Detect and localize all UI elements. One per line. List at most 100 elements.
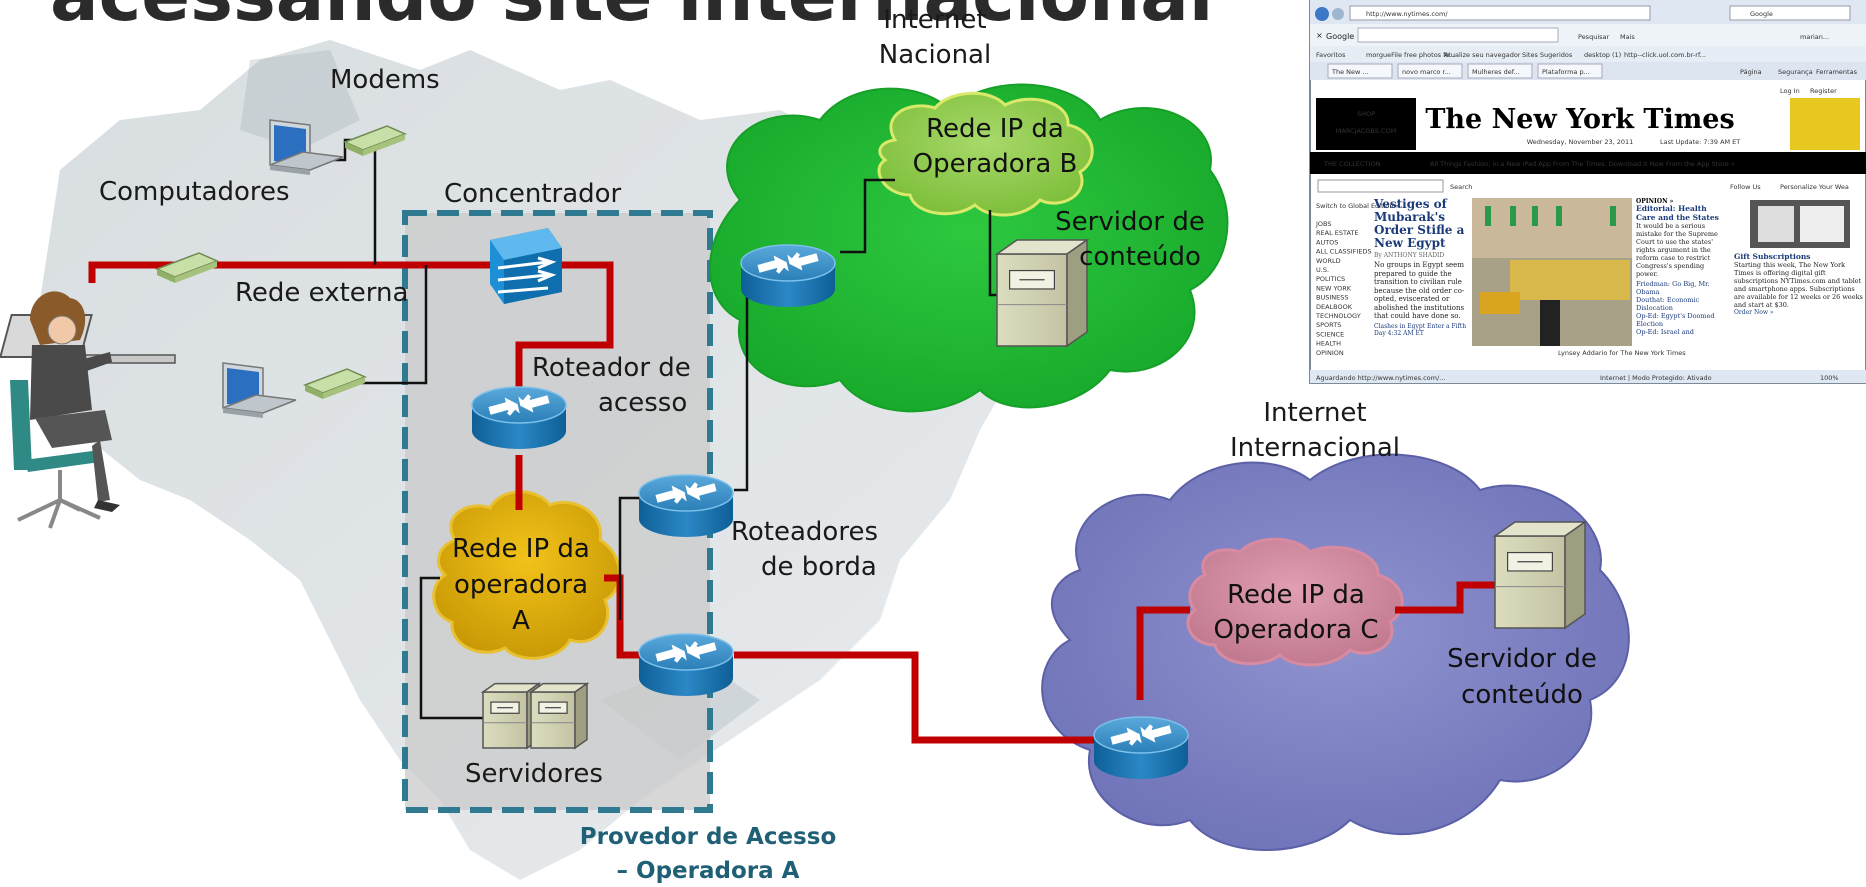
- gift-text: Starting this week, The New York Times i…: [1734, 261, 1863, 309]
- label-ip-network-b-line2: Operadora B: [913, 149, 1078, 179]
- label-ip-network-b-line1: Rede IP da: [926, 114, 1064, 144]
- nyt-section-link[interactable]: ALL CLASSIFIEDS: [1316, 248, 1372, 256]
- label-servers: Servidores: [465, 759, 603, 789]
- url-field[interactable]: [1349, 5, 1651, 21]
- login-link[interactable]: Log In: [1780, 87, 1800, 95]
- national-router-icon: [740, 244, 836, 307]
- edge-router-top-icon: [638, 474, 734, 537]
- modem-icon: [343, 125, 407, 156]
- nyt-logo[interactable]: The New York Times: [1425, 104, 1734, 135]
- nyt-byline: By ANTHONY SHADID: [1374, 252, 1445, 259]
- nyt-section-link[interactable]: DEALBOOK: [1316, 303, 1353, 311]
- nyt-related[interactable]: Clashes in Egypt Enter a Fifth Day 4:32 …: [1374, 322, 1467, 337]
- label-content-server-c-line2: conteúdo: [1461, 680, 1583, 710]
- browser-search-box[interactable]: [1729, 5, 1851, 21]
- nyt-section-link[interactable]: BUSINESS: [1316, 294, 1348, 302]
- browser-menu-item[interactable]: Segurança: [1778, 68, 1813, 76]
- label-internet-international-line1: Internet: [1263, 398, 1366, 428]
- ip-network-a-cloud: [432, 490, 621, 660]
- modem-icon: [155, 252, 219, 283]
- label-access-router-line1: Roteador de: [532, 353, 691, 383]
- favorites-button[interactable]: Favoritos: [1316, 51, 1346, 59]
- internet-national-cloud: [709, 83, 1229, 413]
- ad-bag-image[interactable]: [1790, 98, 1860, 150]
- browser-tab[interactable]: [1397, 63, 1463, 79]
- opinion-item-4[interactable]: Op-Ed: Israel and: [1636, 328, 1694, 336]
- concentrator-icon: [490, 228, 562, 304]
- editorial-text: It would be a serious mistake for the Su…: [1636, 222, 1718, 278]
- browser-tab[interactable]: [1537, 63, 1603, 79]
- nyt-section-link[interactable]: SCIENCE: [1316, 330, 1344, 338]
- toolbar-more-button[interactable]: Mais: [1620, 33, 1635, 41]
- label-content-server-b-line1: Servidor de: [1055, 207, 1205, 237]
- personalize-link[interactable]: Personalize Your Wea: [1780, 183, 1849, 191]
- opinion-item-1[interactable]: Friedman: Go Big, Mr. Obama: [1636, 280, 1710, 296]
- back-button[interactable]: [1315, 7, 1329, 21]
- google-toolbar-input[interactable]: [1357, 27, 1559, 43]
- nyt-section-link[interactable]: SPORTS: [1316, 321, 1341, 329]
- browser-screenshot: http://www.nytimes.com/ Google × Google …: [1309, 0, 1866, 384]
- nyt-section-link[interactable]: OPINION: [1316, 349, 1344, 357]
- zoom-level[interactable]: 100%: [1820, 374, 1839, 382]
- order-now-link[interactable]: Order Now »: [1734, 309, 1774, 316]
- label-concentrator: Concentrador: [444, 179, 622, 209]
- collection-text: All Things Fashion, in a New iPad App Fr…: [1430, 160, 1735, 168]
- nyt-lead: No groups in Egypt seem prepared to guid…: [1374, 261, 1465, 320]
- status-text: Aguardando http://www.nytimes.com/...: [1316, 374, 1445, 382]
- bookmark-item[interactable]: desktop (1): [1584, 51, 1621, 59]
- url-text: http://www.nytimes.com/: [1366, 10, 1448, 18]
- bookmark-item[interactable]: morgueFile free photos fo...: [1366, 51, 1456, 59]
- nyt-section-link[interactable]: NEW YORK: [1316, 284, 1352, 292]
- nyt-section-link[interactable]: JOBS: [1315, 220, 1332, 228]
- toolbar-user-label: marian...: [1800, 33, 1829, 41]
- bookmark-item[interactable]: Sites Sugeridos: [1522, 51, 1573, 59]
- browser-menu-item[interactable]: Página: [1740, 68, 1762, 76]
- label-edge-routers-line2: de borda: [761, 552, 877, 582]
- label-ip-network-c-line2: Operadora C: [1213, 615, 1378, 645]
- opinion-item-3[interactable]: Op-Ed: Egypt's Doomed Election: [1636, 312, 1715, 328]
- collection-banner[interactable]: [1310, 152, 1866, 174]
- ad-banner[interactable]: [1316, 98, 1416, 150]
- label-internet-international-line2: Internacional: [1230, 433, 1400, 463]
- content-server-b-icon: [994, 238, 1090, 348]
- nyt-headline[interactable]: Vestiges of Mubarak's Order Stifle a New…: [1374, 198, 1465, 250]
- close-toolbar-icon[interactable]: ×: [1316, 31, 1323, 40]
- bookmark-item[interactable]: http--click.uol.com.br-rf...: [1624, 51, 1706, 59]
- nyt-section-link[interactable]: U.S.: [1316, 266, 1329, 274]
- label-external-network: Rede externa: [235, 278, 408, 308]
- gift-title[interactable]: Gift Subscriptions: [1734, 252, 1811, 261]
- browser-menu-item[interactable]: Ferramentas: [1816, 68, 1858, 76]
- nyt-section-link[interactable]: REAL ESTATE: [1316, 229, 1358, 237]
- modem-icon: [303, 368, 367, 399]
- editorial-title[interactable]: Editorial: Health Care and the States: [1636, 204, 1719, 222]
- collection-label: THE COLLECTION: [1323, 160, 1381, 168]
- nyt-section-link[interactable]: WORLD: [1316, 257, 1341, 265]
- follow-us: Follow Us: [1730, 183, 1761, 191]
- browser-search-label: Google: [1750, 10, 1773, 18]
- bookmark-item[interactable]: Atualize seu navegador: [1444, 51, 1521, 59]
- nyt-section-link[interactable]: TECHNOLOGY: [1315, 312, 1361, 320]
- label-modems: Modems: [330, 65, 440, 95]
- label-edge-routers-line1: Roteadores: [731, 517, 878, 547]
- opinion-item-2[interactable]: Douthat: Economic Dislocation: [1636, 296, 1700, 312]
- nyt-section-link[interactable]: POLITICS: [1316, 275, 1345, 283]
- register-link[interactable]: Register: [1810, 87, 1837, 95]
- browser-tab-label: Mulheres def...: [1472, 68, 1520, 76]
- opinion-label[interactable]: OPINION »: [1636, 198, 1674, 205]
- browser-tab[interactable]: [1467, 63, 1533, 79]
- label-ip-network-c-line1: Rede IP da: [1227, 580, 1365, 610]
- nyt-lead-photo[interactable]: [1472, 198, 1632, 346]
- nyt-search-input[interactable]: [1317, 179, 1444, 193]
- nyt-section-link[interactable]: HEALTH: [1316, 340, 1341, 348]
- nyt-section-link[interactable]: AUTOS: [1316, 238, 1338, 246]
- browser-tab[interactable]: [1327, 63, 1393, 79]
- forward-button[interactable]: [1332, 8, 1344, 20]
- ip-network-c-cloud: [1186, 537, 1404, 667]
- label-content-server-b-line2: conteúdo: [1079, 242, 1201, 272]
- switch-edition-link[interactable]: Switch to Global Edition »: [1316, 202, 1400, 210]
- nyt-search-button[interactable]: Search: [1450, 183, 1472, 191]
- laptop-icon: [222, 362, 297, 418]
- toolbar-search-button[interactable]: Pesquisar: [1578, 33, 1609, 41]
- label-ip-network-a-line2: operadora: [454, 570, 588, 600]
